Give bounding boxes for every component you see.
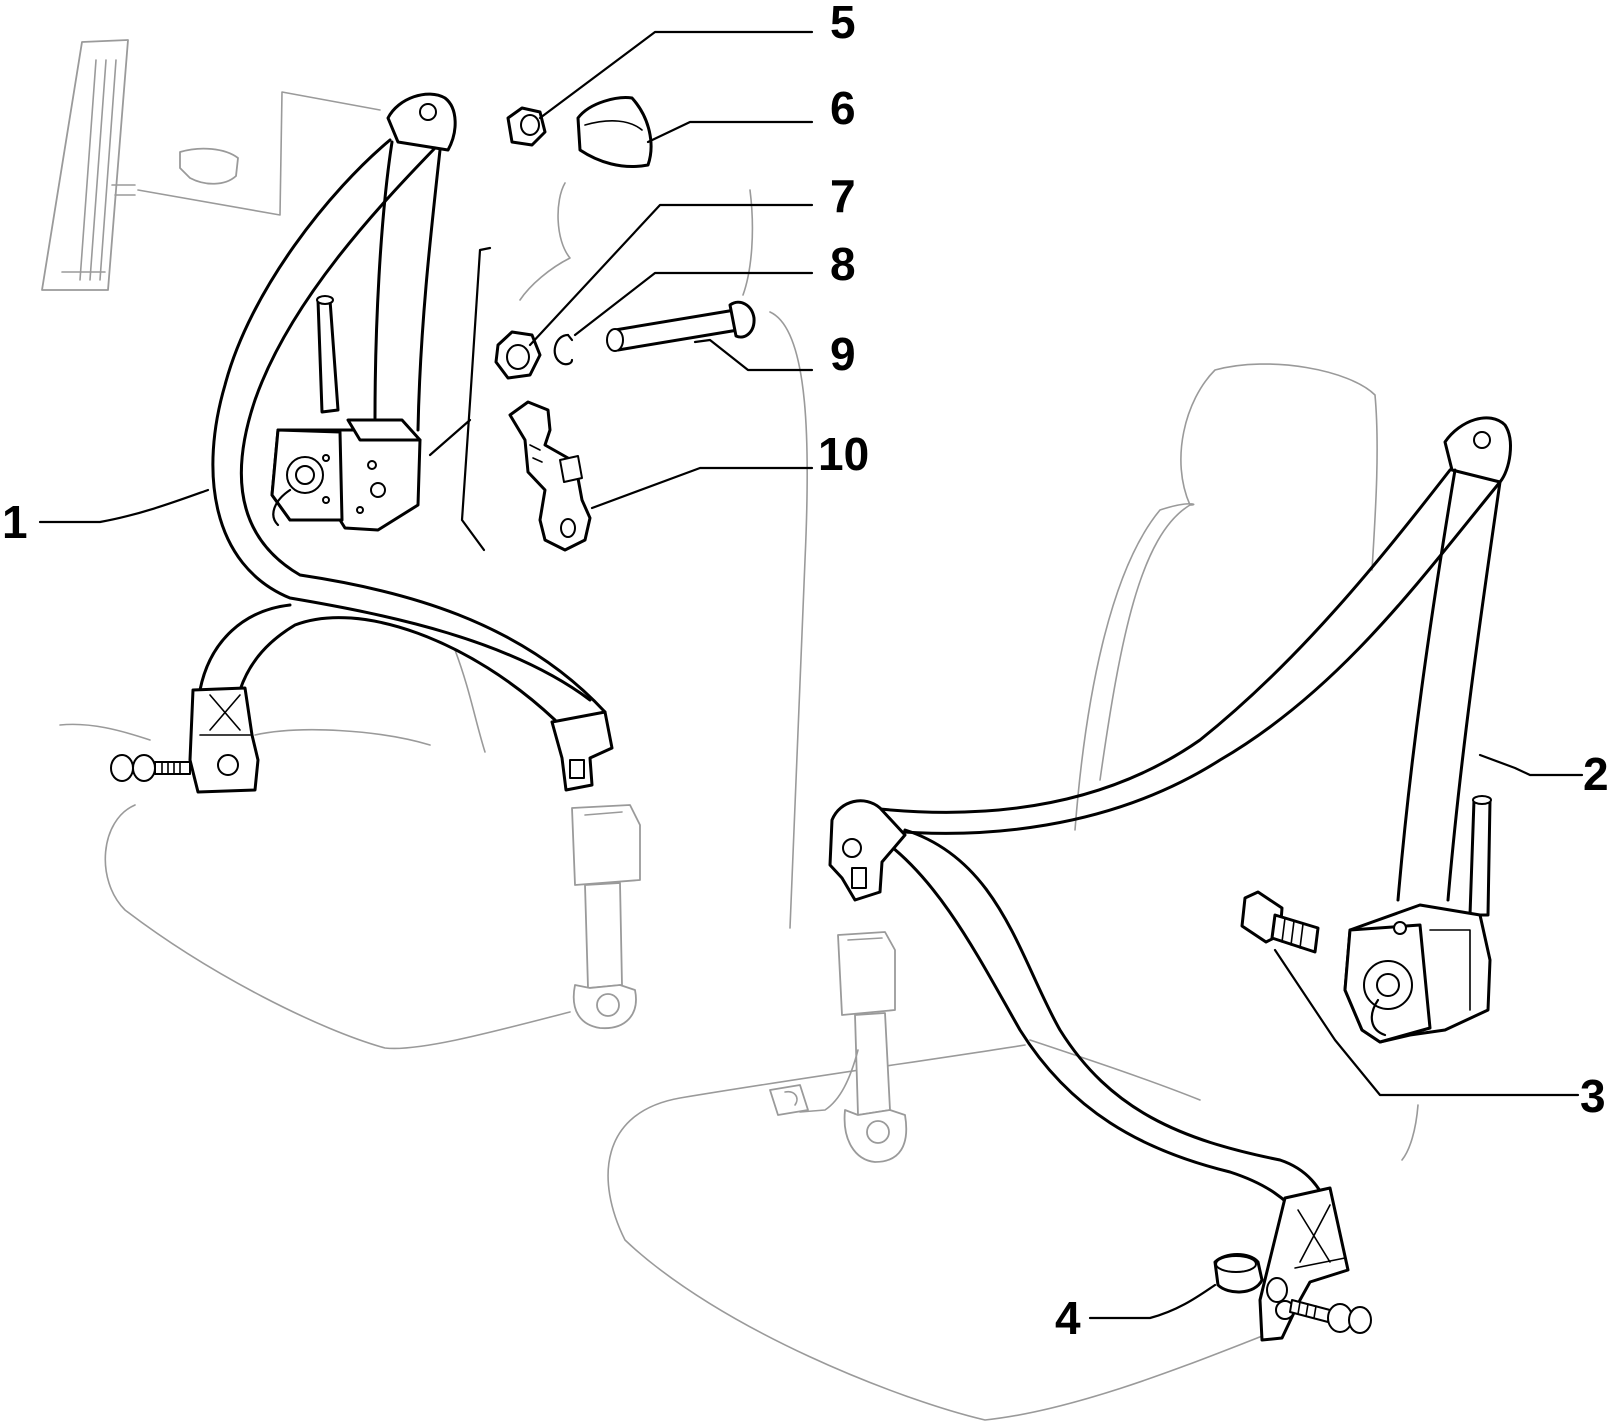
callout-labels: 1 2 3 4 5 6 7 8 9 10 <box>2 0 1609 1344</box>
right-buckle-stalk <box>769 931 908 1163</box>
callout-3: 3 <box>1580 1070 1606 1122</box>
left-anchor-bolt <box>110 754 191 782</box>
part-5-nut <box>506 106 547 147</box>
leader-lines <box>38 30 1584 1320</box>
callout-10: 10 <box>818 428 869 480</box>
part-1-left-seat-belt <box>110 92 614 794</box>
part-3-bolt <box>1240 890 1320 954</box>
part-7-nut <box>494 330 542 380</box>
left-buckle-stalk <box>571 804 641 1029</box>
callout-7: 7 <box>830 170 856 222</box>
part-4-spacer <box>1213 1253 1264 1294</box>
part-9-pin <box>606 300 756 352</box>
callout-6: 6 <box>830 82 856 134</box>
part-2-right-seat-belt <box>828 416 1512 1342</box>
callout-9: 9 <box>830 328 856 380</box>
callout-2: 2 <box>1583 748 1609 800</box>
callout-1: 1 <box>2 496 28 548</box>
pillar-trim-part <box>41 39 381 291</box>
right-retractor <box>1343 903 1492 1044</box>
left-seat-cushion-outline <box>104 804 571 1050</box>
right-seat-back-outline <box>1074 363 1378 831</box>
callout-8: 8 <box>830 238 856 290</box>
right-anchor-bolt <box>1266 1277 1372 1334</box>
left-floor-anchor <box>188 686 260 794</box>
part-8-circlip <box>553 333 574 366</box>
right-seat-cushion-outline <box>607 1044 1266 1421</box>
part-10-bracket <box>508 400 592 552</box>
ghost-reference-geometry <box>41 39 1419 1421</box>
right-floor-anchor <box>1258 1186 1350 1342</box>
part-6-cover-cap <box>576 96 653 169</box>
callout-4: 4 <box>1055 1292 1081 1344</box>
left-retractor <box>270 418 422 532</box>
callout-5: 5 <box>830 0 856 48</box>
